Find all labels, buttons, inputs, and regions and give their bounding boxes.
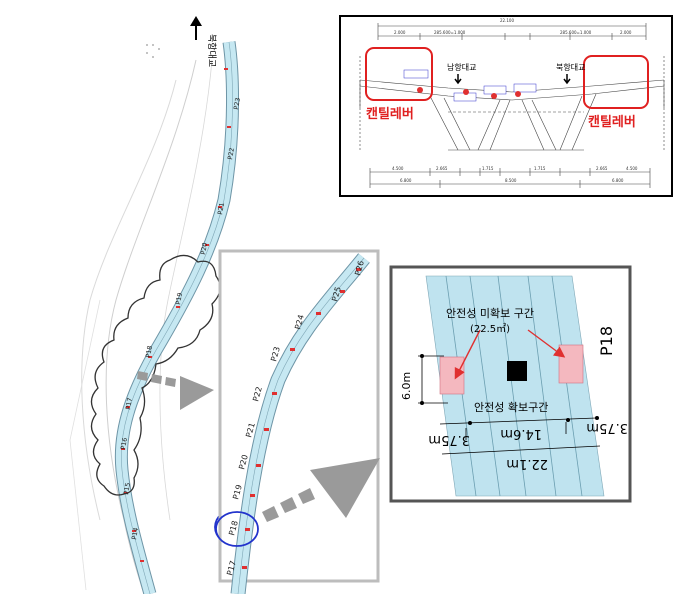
zoom-pier-label-p24: P24 [293, 314, 306, 331]
cloud-outline [90, 254, 221, 496]
pier-column [507, 361, 527, 381]
dim-right: 3.75m [586, 420, 628, 435]
main-pier-label-p21: P21 [216, 202, 226, 215]
zoom-pier-label-p18: P18 [227, 520, 240, 537]
unsafe-zone-left [439, 356, 465, 395]
main-pier-label-p17: P17 [124, 397, 134, 410]
svg-text:22.100: 22.100 [500, 18, 514, 23]
main-pier-label-p19: P19 [174, 292, 184, 305]
svg-text:285.600=1.000: 285.600=1.000 [434, 30, 466, 35]
detail-pier-label: P18 [597, 326, 616, 356]
zoom-pier-label-p19: P19 [231, 484, 244, 501]
right-bridge-label: 북항대교 [556, 63, 585, 72]
zoom-pier-label-p20: P20 [237, 454, 250, 471]
cross-section-panel: 22.100 2.000 285.600=1.000 285.600=1.000 2… [339, 15, 673, 197]
zoom-pier-label-p23: P23 [269, 346, 282, 363]
cantilever-left-box [365, 47, 433, 101]
arrow-cloud-to-zoom [137, 371, 214, 410]
svg-text:2.000: 2.000 [620, 30, 632, 35]
unsafe-zone-area: (22.5㎡) [470, 323, 510, 335]
svg-text:4.500: 4.500 [392, 166, 404, 171]
right-bridge-arrow-icon [563, 74, 571, 85]
main-pier-label-p15: P15 [122, 482, 132, 495]
dim-mid: 14.6m [500, 426, 542, 441]
main-pier-label-p23: P23 [232, 97, 242, 110]
zoom-pier-label-p22: P22 [251, 386, 264, 403]
safe-zone-label: 안전성 확보구간 [474, 401, 548, 414]
dim-height: 6.0m [400, 372, 413, 400]
zoom-pier-label-p25: P25 [330, 286, 343, 303]
svg-text:1.715: 1.715 [482, 166, 494, 171]
svg-text:2.000: 2.000 [394, 30, 406, 35]
dim-total: 22.1m [506, 456, 548, 471]
zoom-pier-label-p17: P17 [225, 560, 238, 577]
north-label: 북항대교 [206, 34, 217, 67]
main-pier-label-p14: P14 [130, 527, 140, 540]
svg-text:1.715: 1.715 [534, 166, 546, 171]
svg-text:2.665: 2.665 [436, 166, 448, 171]
svg-text:6.800: 6.800 [612, 178, 624, 183]
zoom-pier-label-p26: P26 [353, 260, 366, 277]
cantilever-right-box [583, 55, 649, 109]
arrowhead-large-icon [310, 458, 380, 518]
svg-text:6.800: 6.800 [400, 178, 412, 183]
arrow-zoom-to-detail [262, 458, 380, 522]
zoom-p18-circle [215, 511, 259, 547]
main-pier-label-p18: P18 [144, 345, 154, 358]
zoom-pier-label-p21: P21 [244, 422, 257, 439]
cantilever-left-label: 캔틸레버 [366, 106, 414, 122]
svg-text:2.665: 2.665 [596, 166, 608, 171]
left-bridge-arrow-icon [454, 74, 462, 85]
svg-text:8.500: 8.500 [505, 178, 517, 183]
left-bridge-label: 남항대교 [447, 63, 476, 72]
dim-left: 3.75m [428, 432, 470, 447]
main-pier-label-p22: P22 [226, 147, 236, 160]
detail-panel: 안전성 미확보 구간 (22.5㎡) 안전성 확보구간 6.0m 3.75m 1… [389, 265, 632, 503]
cantilever-right-label: 캔틸레버 [588, 114, 636, 130]
svg-text:285.600=1.000: 285.600=1.000 [560, 30, 592, 35]
main-pier-label-p16: P16 [119, 437, 129, 450]
main-pier-label-p20: P20 [199, 242, 209, 255]
arrowhead-small-icon [180, 376, 214, 410]
unsafe-zone-right [558, 344, 584, 384]
unsafe-zone-label: 안전성 미확보 구간 [446, 307, 534, 320]
north-arrowhead-icon [190, 16, 202, 26]
svg-text:4.500: 4.500 [626, 166, 638, 171]
